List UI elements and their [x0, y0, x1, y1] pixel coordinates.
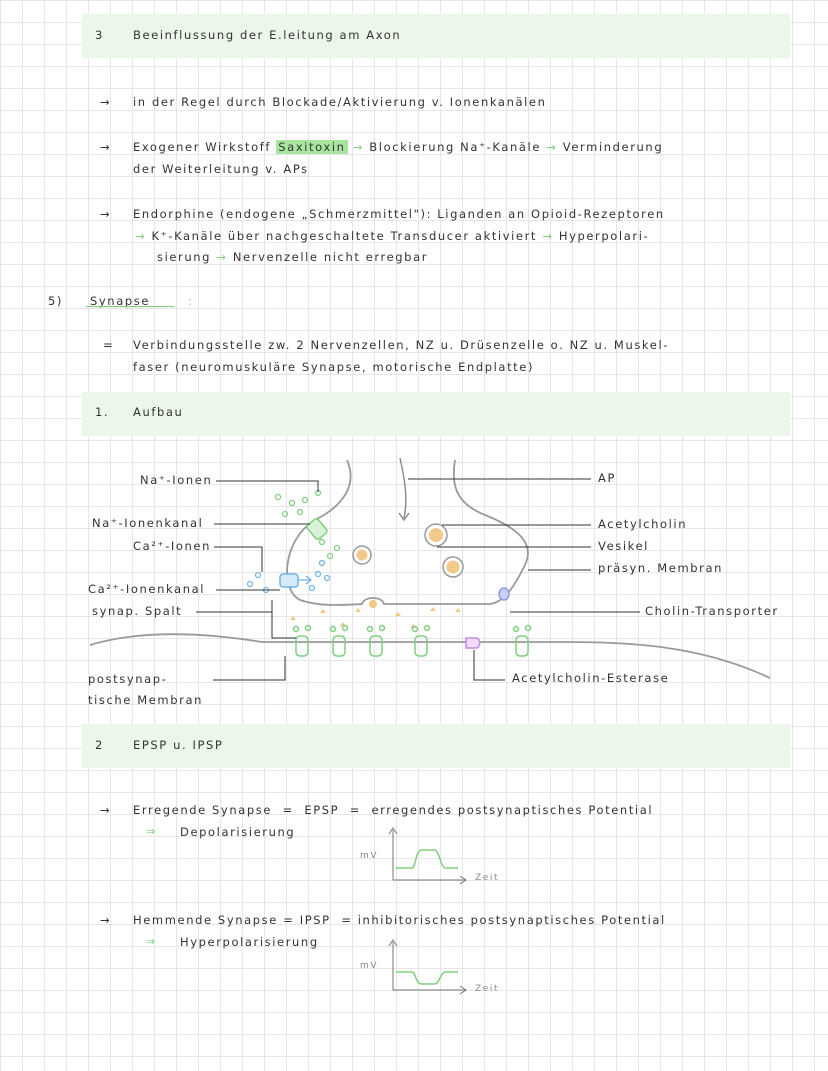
- section-number: 3: [95, 28, 104, 42]
- highlight-saxitoxin: Saxitoxin: [276, 140, 348, 154]
- bullet-text-part: K⁺-Kanäle über nachgeschaltete Transduce…: [151, 229, 538, 243]
- label-vesikel: Vesikel: [598, 539, 649, 553]
- vesicle-icon: [424, 523, 448, 547]
- na-channel-icon: [306, 518, 328, 540]
- vesicle-icon: [442, 556, 464, 578]
- equals-sign: =: [282, 803, 294, 817]
- green-arrow-icon: →: [135, 229, 147, 243]
- label-acetylcholin: Acetylcholin: [598, 517, 688, 531]
- label-spalt: synap. Spalt: [92, 604, 183, 618]
- equals-sign: =: [103, 338, 115, 352]
- bullet-text-part: Nervenzelle nicht erregbar: [232, 250, 429, 264]
- label-esterase: Acetylcholin-Esterase: [512, 671, 670, 685]
- acetylcholin-molecules-icon: [290, 607, 461, 628]
- bullet-text: Exogener Wirkstoff Saxitoxin → Blockieru…: [133, 140, 663, 154]
- bullet-text: in der Regel durch Blockade/Aktivierung …: [133, 95, 547, 109]
- ipsp-line: Hemmende Synapse = IPSP = inhibitorische…: [133, 913, 666, 927]
- bullet-text-line2: der Weiterleitung v. APs: [133, 162, 309, 176]
- axis-label-zeit: Zeit: [475, 873, 500, 883]
- bullet-arrow-icon: →: [100, 207, 112, 221]
- title-underline: [86, 306, 174, 307]
- label-ca-ionen: Ca²⁺-Ionen: [133, 539, 211, 553]
- title-colon: :: [188, 294, 194, 308]
- section-3-header-bar: [82, 14, 790, 58]
- implies-icon: ⇒: [146, 935, 157, 948]
- definition-line1: Verbindungsstelle zw. 2 Nervenzellen, NZ…: [133, 338, 669, 352]
- label-ap: AP: [598, 471, 617, 485]
- bullet-text-part: Blockierung Na⁺-Kanäle: [369, 140, 541, 154]
- definition-line2: faser (neuromuskuläre Synapse, motorisch…: [133, 360, 535, 374]
- bullet-text-line2: → K⁺-Kanäle über nachgeschaltete Transdu…: [135, 229, 649, 243]
- text-part: IPSP: [299, 913, 331, 927]
- label-na-ionen: Na⁺-Ionen: [140, 473, 213, 487]
- green-arrow-icon: →: [352, 140, 365, 154]
- ap-arrow-icon: [399, 457, 407, 519]
- subsection-number: 2: [95, 738, 104, 752]
- axis-label-mv: mV: [360, 961, 379, 971]
- subsection-number: 1.: [95, 405, 110, 419]
- postsynaptic-membrane: [89, 633, 771, 679]
- section-title: Synapse: [90, 294, 151, 308]
- text-part: Hemmende Synapse: [133, 913, 278, 927]
- cholin-transporter-icon: [498, 587, 510, 601]
- epsp-curve: [396, 849, 458, 869]
- epsp-header-bar: [82, 724, 790, 768]
- aufbau-header-bar: [82, 392, 790, 436]
- label-postsynaptic-1: postsynap-: [88, 672, 168, 686]
- green-arrow-icon: →: [542, 229, 554, 243]
- bullet-text-part: sierung: [157, 250, 212, 264]
- section-number: 5): [48, 294, 64, 308]
- equals-sign: =: [349, 803, 361, 817]
- epsp-line: Erregende Synapse = EPSP = erregendes po…: [133, 803, 653, 817]
- ipsp-result: Hyperpolarisierung: [180, 935, 319, 949]
- section-title: Beeinflussung der E.leitung am Axon: [133, 28, 402, 42]
- label-ca-kanal: Ca²⁺-Ionenkanal: [88, 582, 206, 596]
- receptors-icon: [292, 624, 532, 657]
- bullet-arrow-icon: →: [100, 803, 112, 817]
- bullet-arrow-icon: →: [100, 140, 112, 154]
- equals-sign: =: [283, 913, 295, 927]
- text-part: Erregende Synapse: [133, 803, 273, 817]
- bullet-text-part: Exogener Wirkstoff: [133, 140, 272, 154]
- ca-channel-icon: [279, 573, 312, 588]
- subsection-title: Aufbau: [133, 405, 184, 419]
- bullet-text-line3: sierung → Nervenzelle nicht erregbar: [157, 250, 428, 264]
- bullet-text-part: Hyperpolari-: [558, 229, 650, 243]
- fusing-vesicle-icon: [369, 600, 377, 608]
- implies-icon: ⇒: [146, 825, 157, 838]
- bullet-text-part: Verminderung: [562, 140, 664, 154]
- ipsp-graph: [388, 939, 467, 995]
- bullet-text: Endorphine (endogene „Schmerzmittel"): L…: [133, 207, 665, 221]
- axis-label-mv: mV: [360, 851, 379, 861]
- subsection-title: EPSP u. IPSP: [133, 738, 224, 752]
- bullet-arrow-icon: →: [100, 95, 112, 109]
- ca-ions-icon: [246, 559, 331, 594]
- text-part: erregendes postsynaptisches Potential: [371, 803, 654, 817]
- bullet-arrow-icon: →: [100, 913, 112, 927]
- vesicle-icon: [352, 545, 372, 565]
- epsp-graph: [388, 827, 467, 885]
- green-arrow-icon: →: [546, 140, 558, 154]
- axis-label-zeit: Zeit: [475, 984, 500, 994]
- label-postsynaptic-2: tische Membran: [88, 693, 204, 707]
- ipsp-curve: [396, 971, 458, 985]
- esterase-icon: [465, 637, 481, 649]
- label-cholin-transporter: Cholin-Transporter: [645, 604, 779, 618]
- leader-lines-right: [408, 478, 640, 681]
- arrowhead-icon: [398, 512, 410, 522]
- text-part: inhibitorisches postsynaptisches Potenti…: [357, 913, 666, 927]
- leader-lines-left: [196, 480, 319, 681]
- green-arrow-icon: →: [216, 250, 228, 264]
- label-praesyn-membran: präsyn. Membran: [598, 561, 724, 575]
- epsp-result: Depolarisierung: [180, 825, 296, 839]
- text-part: EPSP: [304, 803, 340, 817]
- label-na-kanal: Na⁺-Ionenkanal: [92, 516, 204, 530]
- equals-sign: =: [341, 913, 353, 927]
